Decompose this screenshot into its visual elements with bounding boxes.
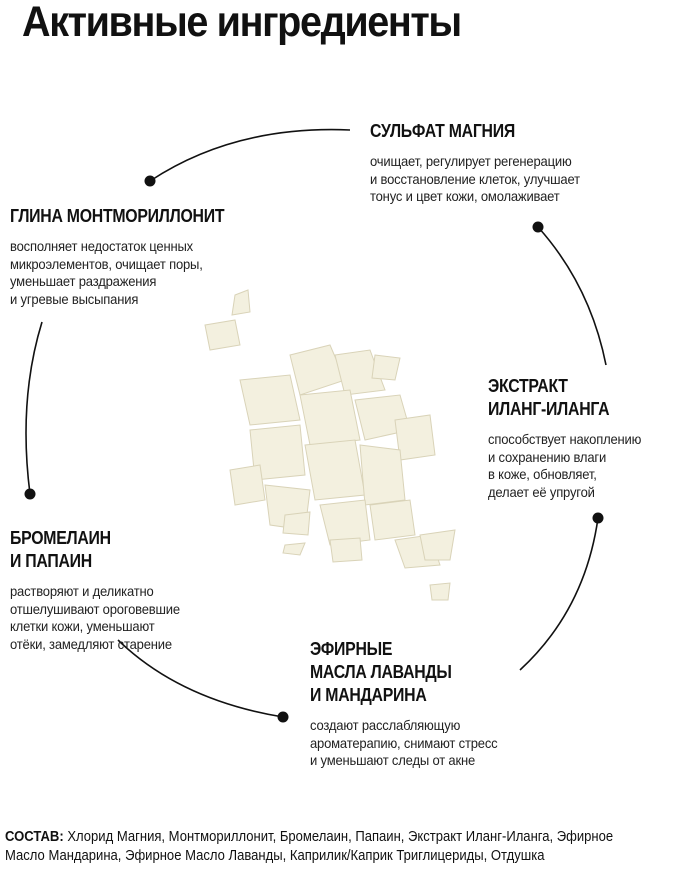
ingredient-description: восполняет недостаток ценных микроэлемен…	[10, 238, 203, 307]
composition: СОСТАВ: Хлорид Магния, Монтмориллонит, Б…	[5, 828, 635, 866]
ingredient-name: СУЛЬФАТ МАГНИЯ	[370, 121, 515, 141]
ingredient-name: ГЛИНА МОНТМОРИЛЛОНИТ	[10, 206, 225, 226]
page-title: Активные ингредиенты	[22, 0, 462, 46]
arc-5	[25, 321, 43, 495]
ingredient-name: ЭКСТРАКТ ИЛАНГ-ИЛАНГА	[488, 376, 610, 419]
arc-1	[149, 128, 351, 182]
ingredient-description: растворяют и деликатно отшелушивают орог…	[10, 583, 180, 652]
ingredient-description: очищает, регулирует регенерацию и восста…	[370, 153, 580, 204]
dot-5	[24, 488, 36, 500]
dot-2	[532, 221, 544, 233]
ingredient-description: создают расслабляющую ароматерапию, сним…	[310, 717, 498, 768]
dot-1	[144, 175, 156, 187]
ingredient-description: способствует накоплению и сохранению вла…	[488, 431, 642, 500]
arc-3	[519, 517, 599, 671]
ingredient-montmorillonite-clay: ГЛИНА МОНТМОРИЛЛОНИТ восполняет недостат…	[10, 205, 253, 308]
ingredient-magnesium-sulfate: СУЛЬФАТ МАГНИЯ очищает, регулирует реген…	[370, 120, 596, 206]
composition-text: Хлорид Магния, Монтмориллонит, Бромелаин…	[5, 829, 614, 864]
composition-label: СОСТАВ:	[5, 829, 64, 845]
dot-4	[277, 711, 289, 723]
dot-3	[592, 512, 604, 524]
ingredient-essential-oils: ЭФИРНЫЕ МАСЛА ЛАВАНДЫ И МАНДАРИНА создаю…	[310, 638, 512, 770]
salt-crystals-image	[204, 289, 456, 601]
ingredient-name: БРОМЕЛАИН И ПАПАИН	[10, 528, 111, 571]
ingredient-bromelain-papain: БРОМЕЛАИН И ПАПАИН растворяют и деликатн…	[10, 527, 193, 653]
ingredient-ylang-ylang: ЭКСТРАКТ ИЛАНГ-ИЛАНГА способствует накоп…	[488, 375, 653, 501]
arc-2	[537, 226, 607, 366]
arc-4	[117, 639, 284, 718]
ingredient-name: ЭФИРНЫЕ МАСЛА ЛАВАНДЫ И МАНДАРИНА	[310, 639, 452, 705]
